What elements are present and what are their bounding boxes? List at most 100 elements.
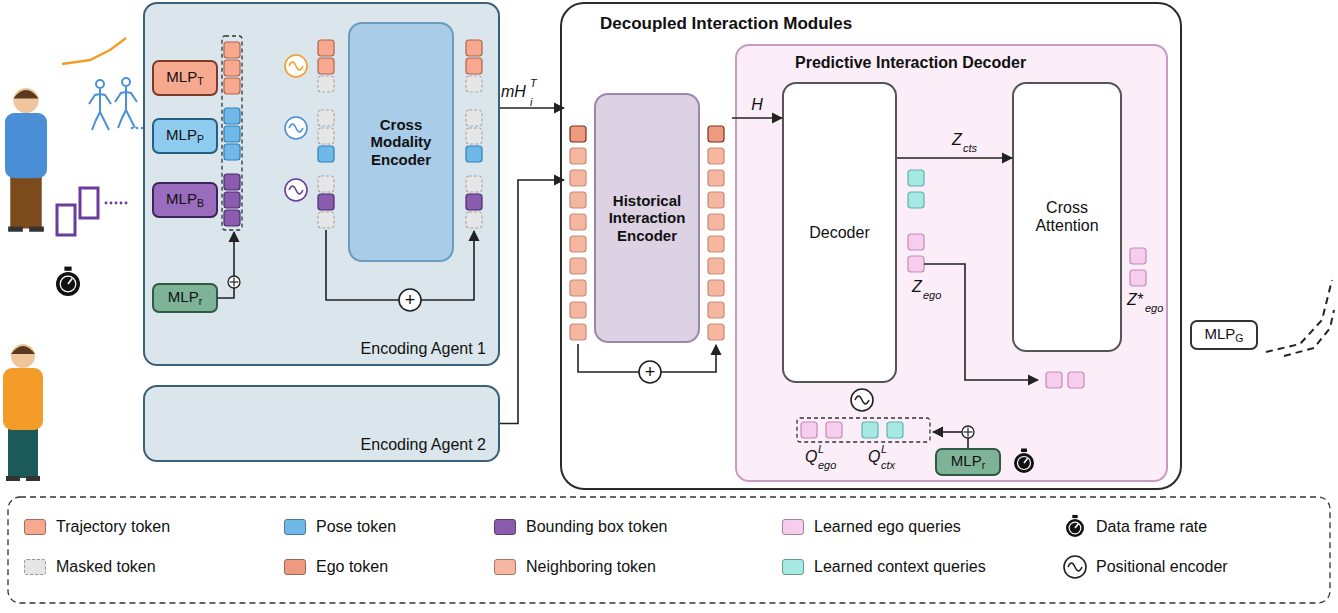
- token: [318, 58, 334, 74]
- process-box: MLPB: [152, 182, 218, 218]
- positional-encoder: [285, 117, 307, 139]
- legend-frame: [8, 497, 1330, 603]
- person-pants: [8, 426, 38, 478]
- dots: [105, 202, 108, 205]
- legend-swatch: [24, 519, 46, 535]
- add-symbol: [233, 278, 234, 287]
- node-text: MLPr: [160, 288, 210, 307]
- token: [570, 126, 586, 142]
- node-text: Predictive Interaction Decoder: [795, 54, 1026, 72]
- add-symbol: [228, 276, 240, 288]
- node-label: Decoupled Interaction Modules: [600, 14, 852, 33]
- legend-label: Learned context queries: [814, 558, 986, 576]
- legend-swatch: [284, 559, 306, 575]
- token: [887, 422, 903, 438]
- token: [318, 76, 334, 92]
- legend-label: Bounding box token: [526, 518, 667, 536]
- token: [570, 258, 586, 274]
- process-box: MLPT: [152, 60, 218, 96]
- token: [826, 422, 842, 438]
- group-panel: Historical Interaction EncoderDecoderCro…: [560, 2, 1182, 490]
- person-shoe: [29, 227, 44, 232]
- token: [318, 128, 334, 144]
- math-label: Q: [805, 449, 817, 465]
- skeleton: [115, 92, 137, 102]
- node-label: Encoding Agent 1: [361, 340, 486, 357]
- add-symbol: [964, 431, 973, 432]
- stopwatch-hand: [1075, 524, 1078, 528]
- node-text: MLPP: [160, 126, 210, 145]
- dots: [125, 202, 128, 205]
- wire: [233, 232, 235, 276]
- math-label: Z: [912, 279, 922, 295]
- skeleton: [99, 89, 101, 112]
- token: [570, 236, 586, 252]
- sine-wave: [289, 62, 303, 70]
- math-label: L: [818, 444, 824, 455]
- token: [708, 236, 724, 252]
- legend-label: Ego token: [316, 558, 388, 576]
- token: [1130, 248, 1146, 264]
- token: [708, 214, 724, 230]
- token: [318, 40, 334, 56]
- process-box: MLPr: [152, 283, 218, 313]
- bbox-figure: [80, 188, 98, 218]
- math-label: ctx: [881, 460, 895, 471]
- sine-wave: [855, 396, 869, 404]
- stopwatch-knob: [1021, 449, 1027, 453]
- wire: [421, 231, 474, 300]
- person-shoe: [6, 476, 20, 481]
- add-symbol: [967, 428, 968, 437]
- token: [708, 258, 724, 274]
- sine-wave: [289, 124, 303, 132]
- add-symbol: [962, 426, 974, 438]
- stopwatch: [1014, 453, 1034, 473]
- process-box: Cross Modality Encoder: [348, 22, 454, 262]
- stopwatch: [1066, 519, 1084, 537]
- node-label: Cross Modality Encoder: [371, 116, 432, 168]
- dots: [141, 127, 144, 130]
- node-text: Cross Attention: [1020, 199, 1114, 236]
- token: [570, 302, 586, 318]
- token: [908, 170, 924, 186]
- skeleton-head: [96, 80, 104, 88]
- person-shoe: [26, 476, 40, 481]
- node-text: MLPT: [160, 68, 210, 87]
- legend-item: Learned ego queries: [782, 517, 961, 537]
- token: [908, 234, 924, 250]
- positional-encoder: [851, 389, 873, 411]
- node-text: MLPr: [943, 452, 993, 471]
- stopwatch-hand: [68, 279, 72, 284]
- wire: [326, 230, 399, 300]
- legend-item: Masked token: [24, 557, 156, 577]
- node-label: Encoding Agent 2: [361, 436, 486, 453]
- sum-symbol: +: [405, 291, 416, 309]
- token: [224, 144, 240, 160]
- positional-encoder: [285, 179, 307, 201]
- legend-swatch: [782, 519, 804, 535]
- token: [224, 126, 240, 142]
- node-text: Encoding Agent 1: [361, 340, 486, 358]
- legend-item: Data frame rate: [1064, 517, 1207, 537]
- math-label: Q: [868, 449, 880, 465]
- token: [708, 148, 724, 164]
- positional-encoder: [285, 55, 307, 77]
- wire: [661, 345, 716, 372]
- token: [862, 422, 878, 438]
- sine-wave: [1068, 563, 1082, 571]
- person-head: [11, 344, 35, 368]
- node-text: MLPB: [160, 190, 210, 209]
- trajectory-curve: [62, 38, 126, 64]
- math-label: ego: [923, 290, 941, 301]
- subscript: G: [1235, 333, 1243, 345]
- wire: [578, 344, 639, 372]
- node-label: MLP: [166, 126, 197, 143]
- stopwatch-hand: [1024, 459, 1028, 464]
- sum-circle: [399, 289, 421, 311]
- positional-encoder: [1064, 556, 1086, 578]
- token: [708, 192, 724, 208]
- node-label: MLP: [168, 288, 199, 305]
- group-panel: DecoderCross AttentionMLPrPredictive Int…: [735, 44, 1168, 482]
- token: [224, 210, 240, 226]
- connector: [897, 157, 1012, 159]
